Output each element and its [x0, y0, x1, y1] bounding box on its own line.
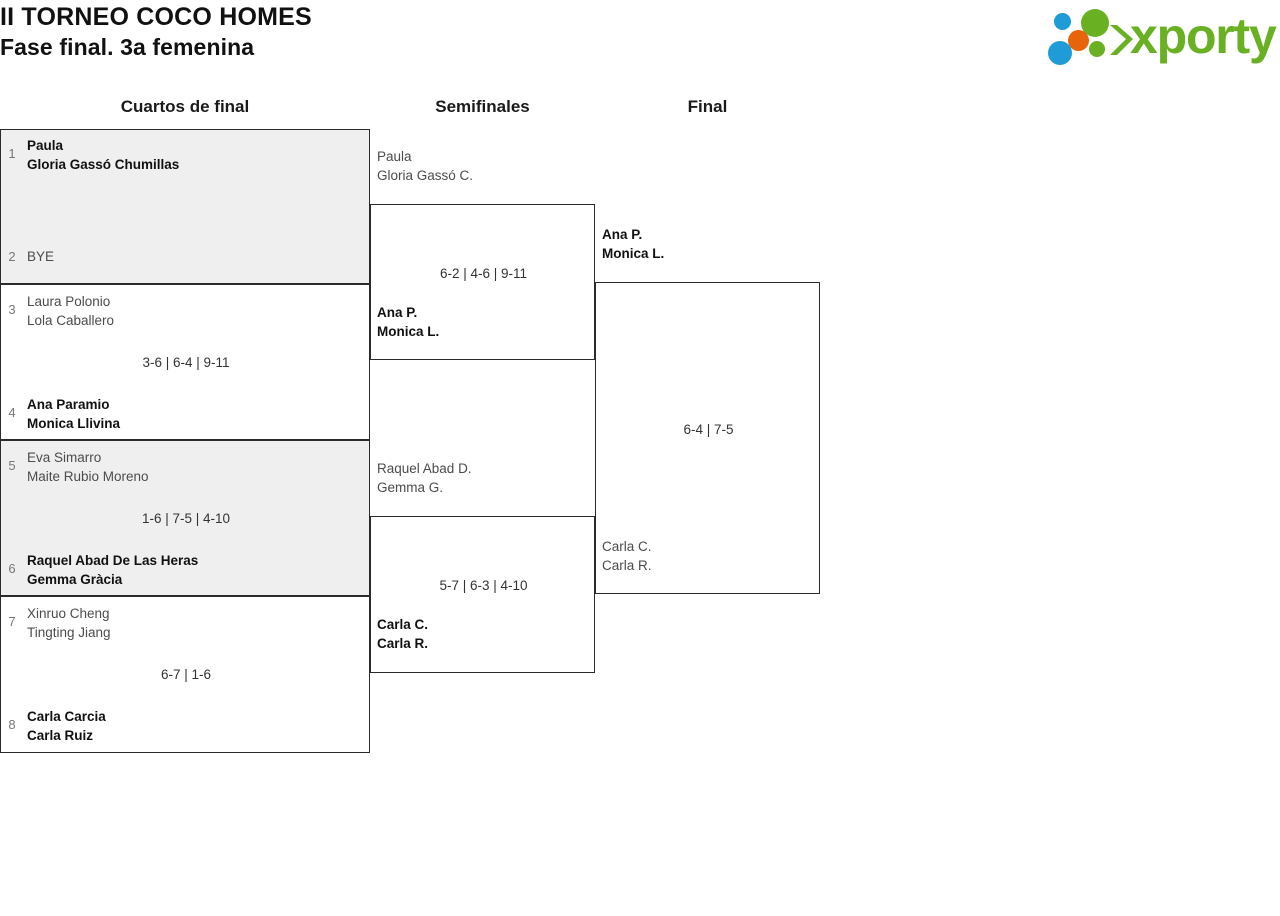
- match-box-qf-1[interactable]: 1 Paula Gloria Gassó Chumillas 2 BYE: [0, 129, 370, 284]
- page-subtitle: Fase final. 3a femenina: [0, 34, 255, 60]
- page-header: II TORNEO COCO HOMES Fase final. 3a feme…: [0, 0, 1280, 90]
- match-score: 6-7 | 1-6: [160, 667, 212, 682]
- logo-dots-icon: [1048, 9, 1134, 67]
- team-name: Carla Carcia Carla Ruiz: [27, 709, 106, 743]
- team-name: Paula Gloria Gassó Chumillas: [27, 138, 180, 172]
- team-name-sf-2-top: Raquel Abad D. Gemma G.: [377, 461, 472, 495]
- logo-dot-blue-large: [1048, 41, 1072, 65]
- match-box-qf-2[interactable]: 3 Laura Polonio Lola Caballero 3-6 | 6-4…: [0, 284, 370, 440]
- team-name-sf-1-bottom: Ana P. Monica L.: [377, 305, 440, 339]
- team-name: Eva Simarro Maite Rubio Moreno: [27, 450, 149, 484]
- match-box-final[interactable]: 6-4 | 7-5: [595, 282, 820, 594]
- team-name-final-bottom: Carla C. Carla R.: [602, 539, 652, 573]
- team-name-sf-2-bottom: Carla C. Carla R.: [377, 617, 429, 651]
- title-block: II TORNEO COCO HOMES Fase final. 3a feme…: [0, 2, 312, 62]
- match-box-qf-3[interactable]: 5 Eva Simarro Maite Rubio Moreno 1-6 | 7…: [0, 440, 370, 596]
- match-score: 3-6 | 6-4 | 9-11: [142, 355, 230, 370]
- seed-number: 8: [8, 717, 16, 732]
- column-header-final: Final: [687, 97, 728, 116]
- seed-number: 3: [8, 302, 16, 317]
- logo-dot-green-small: [1089, 41, 1105, 57]
- page-title: II TORNEO COCO HOMES: [0, 3, 312, 31]
- team-name: Raquel Abad De Las Heras Gemma Gràcia: [27, 553, 199, 587]
- column-header-semifinals: Semifinales: [435, 97, 530, 116]
- team-name-final-top: Ana P. Monica L.: [602, 227, 665, 261]
- seed-number: 7: [8, 614, 16, 629]
- match-score: 1-6 | 7-5 | 4-10: [141, 511, 231, 526]
- team-name: BYE: [27, 249, 55, 264]
- match-box-sf-1[interactable]: 6-2 | 4-6 | 9-11: [370, 204, 595, 360]
- seed-number: 1: [8, 146, 16, 161]
- tournament-bracket: 1 Paula Gloria Gassó Chumillas 2 BYE 3 L…: [0, 129, 820, 753]
- team-name: Laura Polonio Lola Caballero: [27, 294, 115, 328]
- logo-wordmark: xporty: [1130, 8, 1277, 64]
- match-score: 6-4 | 7-5: [683, 422, 734, 437]
- team-name: Xinruo Cheng Tingting Jiang: [27, 606, 111, 640]
- seed-number: 2: [8, 249, 16, 264]
- logo-dot-orange: [1068, 30, 1089, 51]
- match-box-qf-4[interactable]: 7 Xinruo Cheng Tingting Jiang 6-7 | 1-6 …: [0, 596, 370, 753]
- logo-chevron-icon: [1110, 25, 1133, 55]
- team-name-sf-1-top: Paula Gloria Gassó C.: [377, 149, 474, 183]
- seed-number: 5: [8, 458, 16, 473]
- column-header-quarterfinals: Cuartos de final: [120, 97, 250, 116]
- xporty-logo[interactable]: xporty: [1048, 6, 1277, 68]
- match-box-sf-2[interactable]: 5-7 | 6-3 | 4-10: [370, 516, 595, 673]
- match-score: 5-7 | 6-3 | 4-10: [439, 578, 528, 593]
- seed-number: 4: [8, 405, 16, 420]
- team-name: Ana Paramio Monica Llivina: [27, 397, 121, 431]
- logo-dot-blue-small: [1054, 13, 1071, 30]
- match-score: 6-2 | 4-6 | 9-11: [439, 266, 528, 281]
- seed-number: 6: [8, 561, 16, 576]
